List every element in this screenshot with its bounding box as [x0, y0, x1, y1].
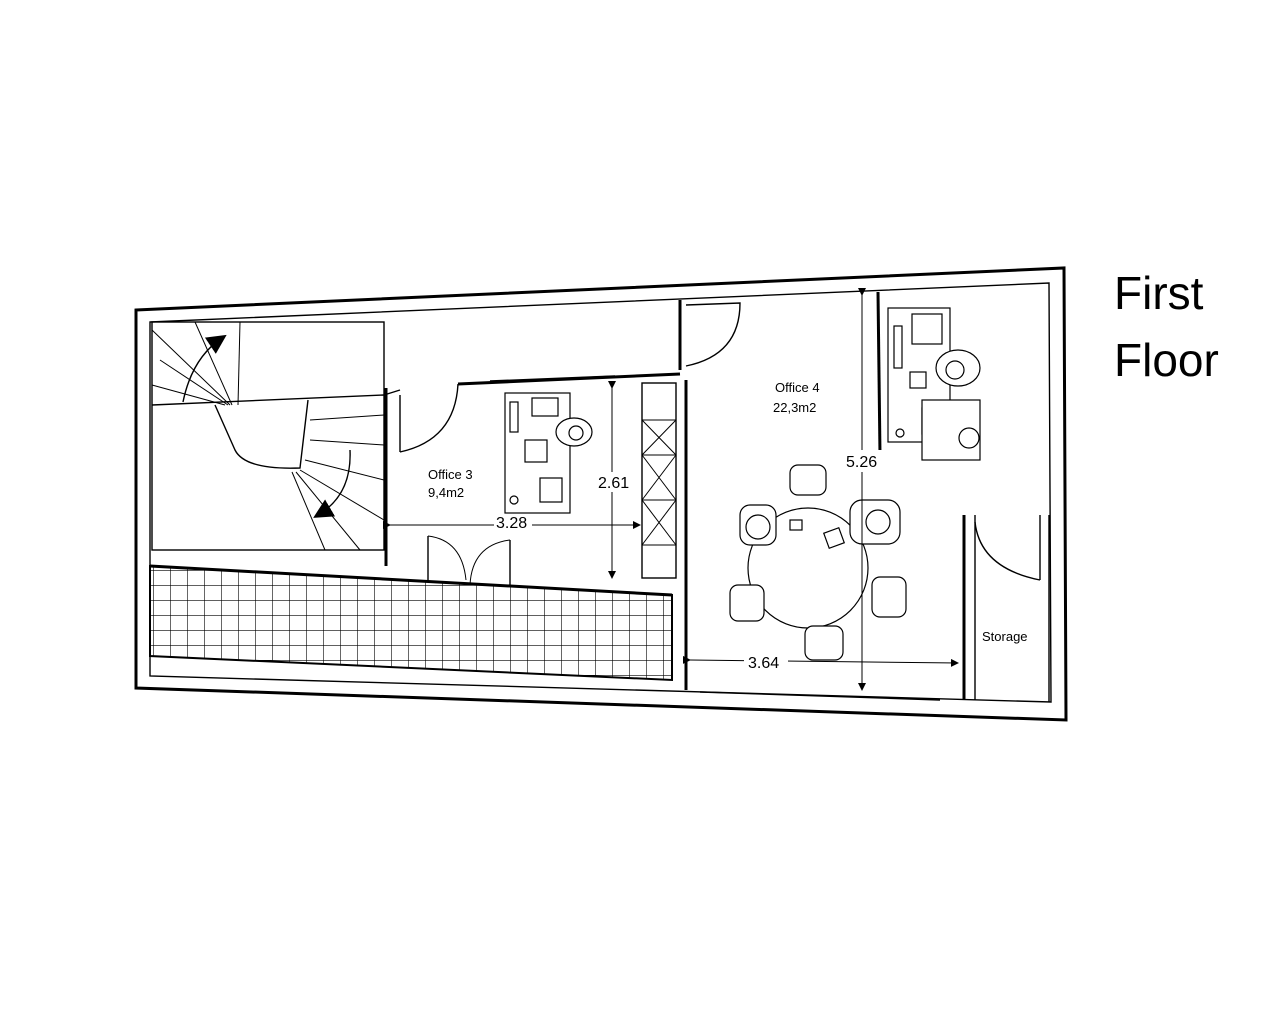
outer-walls [134, 266, 1068, 722]
office3-name: Office 3 [428, 467, 473, 482]
office4-width-label: 3.64 [748, 655, 779, 672]
office3-walls [383, 372, 681, 586]
office4-depth-label: 5.26 [846, 454, 877, 471]
office3-depth-label: 2.61 [598, 475, 629, 492]
office3-width-label: 3.28 [496, 515, 527, 532]
floor-title-line2: Floor [1114, 334, 1219, 386]
office4-name: Office 4 [775, 380, 820, 395]
storage-name: Storage [982, 629, 1028, 644]
office3-desk [504, 392, 593, 514]
floor-title-line1: First [1114, 267, 1204, 319]
meeting-chairs [729, 464, 907, 661]
office4-desk [887, 307, 981, 461]
balcony-grating [149, 564, 673, 682]
storage-walls [962, 515, 1050, 702]
office3-area: 9,4m2 [428, 485, 464, 500]
meeting-table [729, 464, 907, 661]
office4-area: 22,3m2 [773, 400, 816, 415]
office4-walls [678, 291, 941, 701]
staircase [151, 321, 385, 551]
